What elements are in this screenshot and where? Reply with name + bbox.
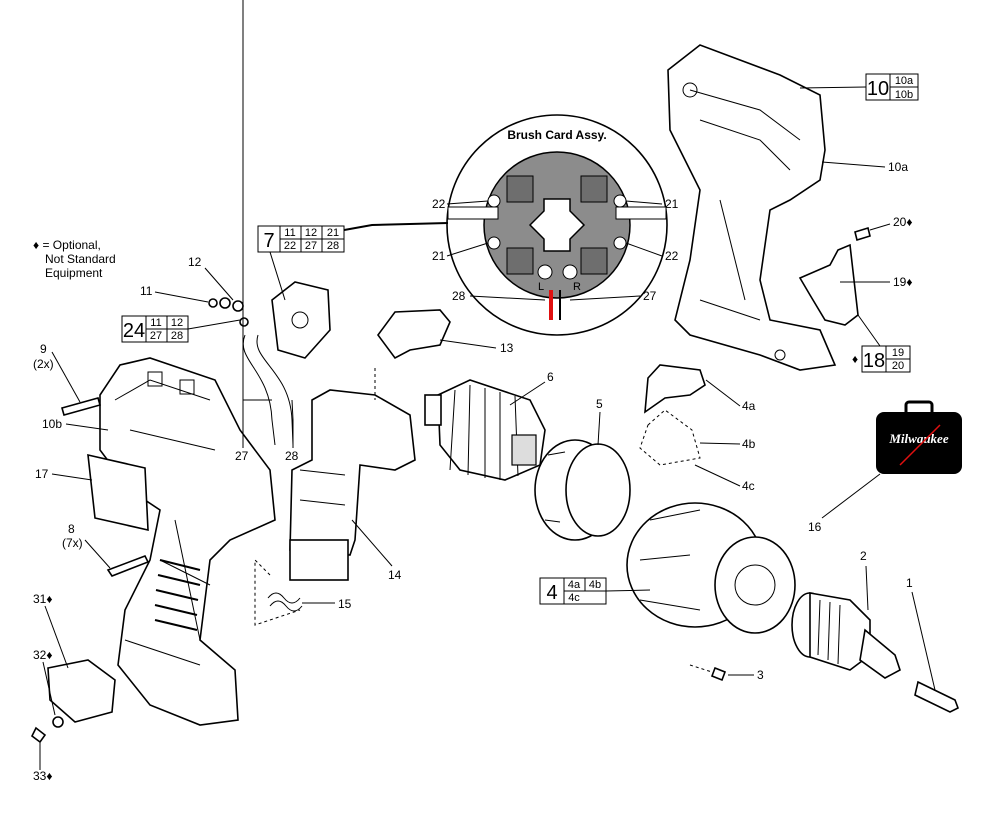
forward-reverse-shuttle (377, 309, 451, 360)
kit-box-10: 10 10a 10b (865, 73, 919, 101)
brush-label-27: 27 (643, 289, 657, 303)
callout-5: 5 (596, 397, 603, 411)
brush-card-plate (271, 281, 331, 359)
callout-31: 31♦ (33, 592, 52, 606)
note-line-2: Not Standard (45, 252, 116, 266)
svg-text:12: 12 (305, 227, 317, 239)
gearbox-screw (710, 666, 727, 682)
svg-text:10b: 10b (895, 89, 913, 101)
callout-10a: 10a (888, 160, 908, 174)
spring (267, 592, 303, 612)
magnet-ring (534, 439, 631, 541)
screw-9 (61, 397, 101, 416)
callout-28: 28 (285, 449, 299, 463)
chuck (791, 592, 901, 679)
svg-text:27: 27 (150, 330, 162, 342)
callout-33: 33♦ (33, 769, 52, 783)
brush-label-21-top: 21 (665, 197, 679, 211)
armature (424, 379, 546, 481)
svg-text:11: 11 (150, 317, 161, 329)
callout-11: 11 (140, 284, 153, 298)
kit-box-7: 7 11 12 21 22 27 28 (257, 225, 345, 253)
svg-text:20: 20 (892, 360, 904, 372)
brush-label-21-bottom: 21 (432, 249, 446, 263)
brush-label-28: 28 (452, 289, 466, 303)
svg-text:4a: 4a (568, 579, 581, 591)
callout-14: 14 (388, 568, 402, 582)
callout-4b: 4b (742, 437, 756, 451)
housing-left-half (99, 357, 276, 726)
kit-box-24: 24 11 12 27 28 (121, 315, 189, 343)
callout-19: 19♦ (893, 275, 912, 289)
switch-assembly (289, 389, 416, 581)
callout-6: 6 (547, 370, 554, 384)
callout-9-qty: (2x) (33, 357, 54, 371)
callout-13: 13 (500, 341, 514, 355)
svg-text:11: 11 (284, 227, 295, 239)
callout-16: 16 (808, 520, 822, 534)
callout-15: 15 (338, 597, 352, 611)
callout-4c: 4c (742, 479, 755, 493)
svg-text:24: 24 (123, 320, 145, 342)
callout-4a: 4a (742, 399, 756, 413)
diamond-icon: ♦ (33, 238, 40, 252)
svg-text:4b: 4b (589, 579, 601, 591)
chuck-screw (914, 680, 960, 713)
terminal-r: R (573, 281, 581, 293)
svg-text:♦: ♦ (852, 352, 858, 366)
terminal-l: L (538, 281, 544, 293)
svg-text:19: 19 (892, 347, 904, 359)
svg-text:4c: 4c (568, 592, 580, 604)
svg-text:28: 28 (171, 330, 183, 342)
callout-1: 1 (906, 576, 913, 590)
brush-card-assembly: Brush Card Assy. 22 21 21 22 L R 28 27 (432, 114, 679, 336)
callout-10b: 10b (42, 417, 62, 431)
belt-clip (798, 243, 859, 326)
housing-right-half (667, 44, 837, 371)
svg-text:27: 27 (305, 240, 317, 252)
callout-8: 8 (68, 522, 75, 536)
battery-clip (47, 659, 116, 723)
optional-equipment-note: ♦ = Optional, Not Standard Equipment (33, 238, 116, 280)
callout-8-qty: (7x) (62, 536, 83, 550)
svg-text:28: 28 (327, 240, 339, 252)
svg-text:7: 7 (263, 230, 274, 252)
case-brand-logo: Milwaukee (888, 431, 948, 446)
callout-12: 12 (188, 255, 202, 269)
kit-box-18: ♦ 18 19 20 (852, 345, 911, 373)
callout-2: 2 (860, 549, 867, 563)
note-line-1: = Optional, (42, 238, 101, 252)
screw-8 (106, 554, 150, 577)
note-line-3: Equipment (45, 266, 103, 280)
label-plate (87, 453, 149, 532)
svg-text:10a: 10a (895, 75, 914, 87)
kit-box-4: 4 4a 4b 4c (539, 577, 607, 605)
svg-text:18: 18 (863, 350, 885, 372)
svg-text:12: 12 (171, 317, 183, 329)
callout-3: 3 (757, 668, 764, 682)
svg-text:21: 21 (327, 227, 339, 239)
clip-screw (854, 226, 871, 242)
svg-text:4: 4 (546, 582, 557, 604)
callout-32: 32♦ (33, 648, 52, 662)
svg-text:10: 10 (867, 78, 889, 100)
brush-card-title: Brush Card Assy. (507, 128, 606, 142)
callout-9: 9 (40, 342, 47, 356)
gearbox-collar (644, 364, 706, 414)
callout-20: 20♦ (893, 215, 912, 229)
svg-text:22: 22 (284, 240, 296, 252)
callout-17: 17 (35, 467, 49, 481)
callout-27: 27 (235, 449, 249, 463)
carrying-case: Milwaukee (876, 400, 962, 474)
brush-label-22-top: 22 (432, 197, 446, 211)
brush-label-22-bottom: 22 (665, 249, 679, 263)
gearbox (626, 502, 796, 634)
